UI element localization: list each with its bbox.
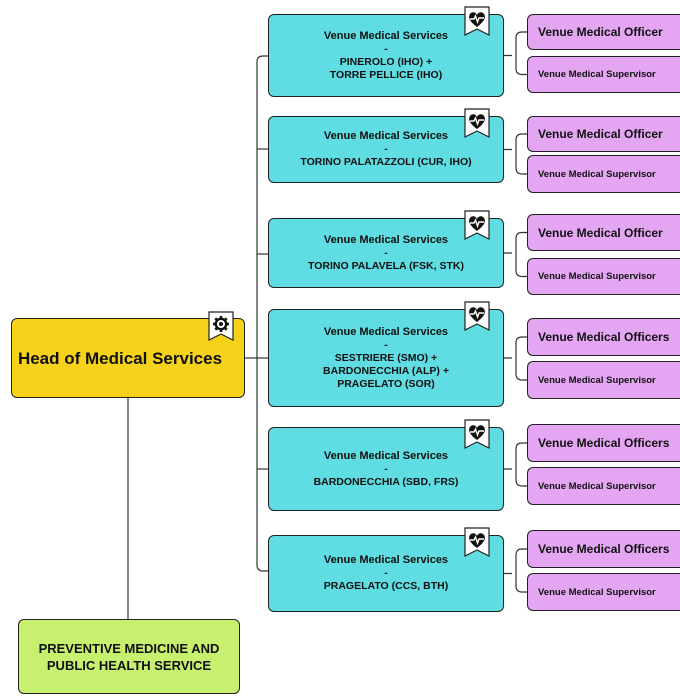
venue-medical-officer-node: Venue Medical Officers xyxy=(527,318,680,356)
venue-medical-officer-node: Venue Medical Officers xyxy=(527,424,680,462)
venue-medical-supervisor-node: Venue Medical Supervisor xyxy=(527,573,680,611)
venue-medical-supervisor-node: Venue Medical Supervisor xyxy=(527,56,680,93)
venue-medical-supervisor-node: Venue Medical Supervisor xyxy=(527,258,680,295)
preventive-medicine-node: PREVENTIVE MEDICINE AND PUBLIC HEALTH SE… xyxy=(18,619,240,694)
heart-pulse-icon xyxy=(464,6,490,36)
heart-pulse-icon xyxy=(464,210,490,240)
venue-medical-officer-node: Venue Medical Officers xyxy=(527,530,680,568)
role-connector xyxy=(504,133,527,175)
role-connector xyxy=(504,336,527,381)
venue-title: Venue Medical Services xyxy=(323,233,449,246)
preventive-label: PREVENTIVE MEDICINE AND PUBLIC HEALTH SE… xyxy=(38,640,220,673)
venue-medical-supervisor-node: Venue Medical Supervisor xyxy=(527,155,680,193)
venue-location-line: TORINO PALAVELA (FSK, STK) xyxy=(308,259,464,272)
venue-location-line: PINEROLO (IHO) + xyxy=(339,55,433,68)
venue-location-line: BARDONECCHIA (ALP) + xyxy=(323,364,449,377)
venue-title: Venue Medical Services xyxy=(323,130,449,142)
venue-separator: - xyxy=(384,462,388,475)
venue-separator: - xyxy=(384,338,388,351)
venue-location-line: BARDONECCHIA (SBD, FRS) xyxy=(313,475,459,488)
venue-medical-officer-node: Venue Medical Officer xyxy=(527,14,680,50)
venue-title: Venue Medical Services xyxy=(323,325,449,338)
venue-title: Venue Medical Services xyxy=(323,449,449,462)
heart-pulse-icon xyxy=(464,108,490,138)
venue-title: Venue Medical Services xyxy=(323,554,449,566)
venue-location-line: TORINO PALATAZZOLI (CUR, IHO) xyxy=(300,156,472,168)
head-of-medical-services-node: Head of Medical Services xyxy=(11,318,245,398)
venue-medical-officer-node: Venue Medical Officer xyxy=(527,214,680,251)
gear-icon xyxy=(208,311,234,341)
venue-location-line: PRAGELATO (CCS, BTH) xyxy=(323,580,449,592)
heart-pulse-icon xyxy=(464,301,490,331)
heart-pulse-icon xyxy=(464,419,490,449)
venue-medical-supervisor-node: Venue Medical Supervisor xyxy=(527,467,680,505)
venue-title: Venue Medical Services xyxy=(323,29,449,42)
venue-location-line: TORRE PELLICE (IHO) xyxy=(329,68,443,81)
heart-pulse-icon xyxy=(464,527,490,557)
venue-node: Venue Medical Services-TORINO PALAVELA (… xyxy=(268,218,504,288)
venue-node: Venue Medical Services-PRAGELATO (CCS, B… xyxy=(268,535,504,612)
venue-separator: - xyxy=(384,246,388,259)
venue-separator: - xyxy=(384,42,388,55)
role-connector xyxy=(504,31,527,76)
venue-medical-supervisor-node: Venue Medical Supervisor xyxy=(527,361,680,399)
venue-location-line: SESTRIERE (SMO) + xyxy=(334,351,438,364)
venue-separator: - xyxy=(384,567,388,579)
venue-location-line: PRAGELATO (SOR) xyxy=(337,377,435,390)
role-connector xyxy=(504,548,527,593)
head-label: Head of Medical Services xyxy=(17,348,223,368)
role-connector xyxy=(504,231,527,278)
venue-medical-officer-node: Venue Medical Officer xyxy=(527,116,680,152)
venue-separator: - xyxy=(384,143,388,155)
role-connector xyxy=(504,442,527,487)
